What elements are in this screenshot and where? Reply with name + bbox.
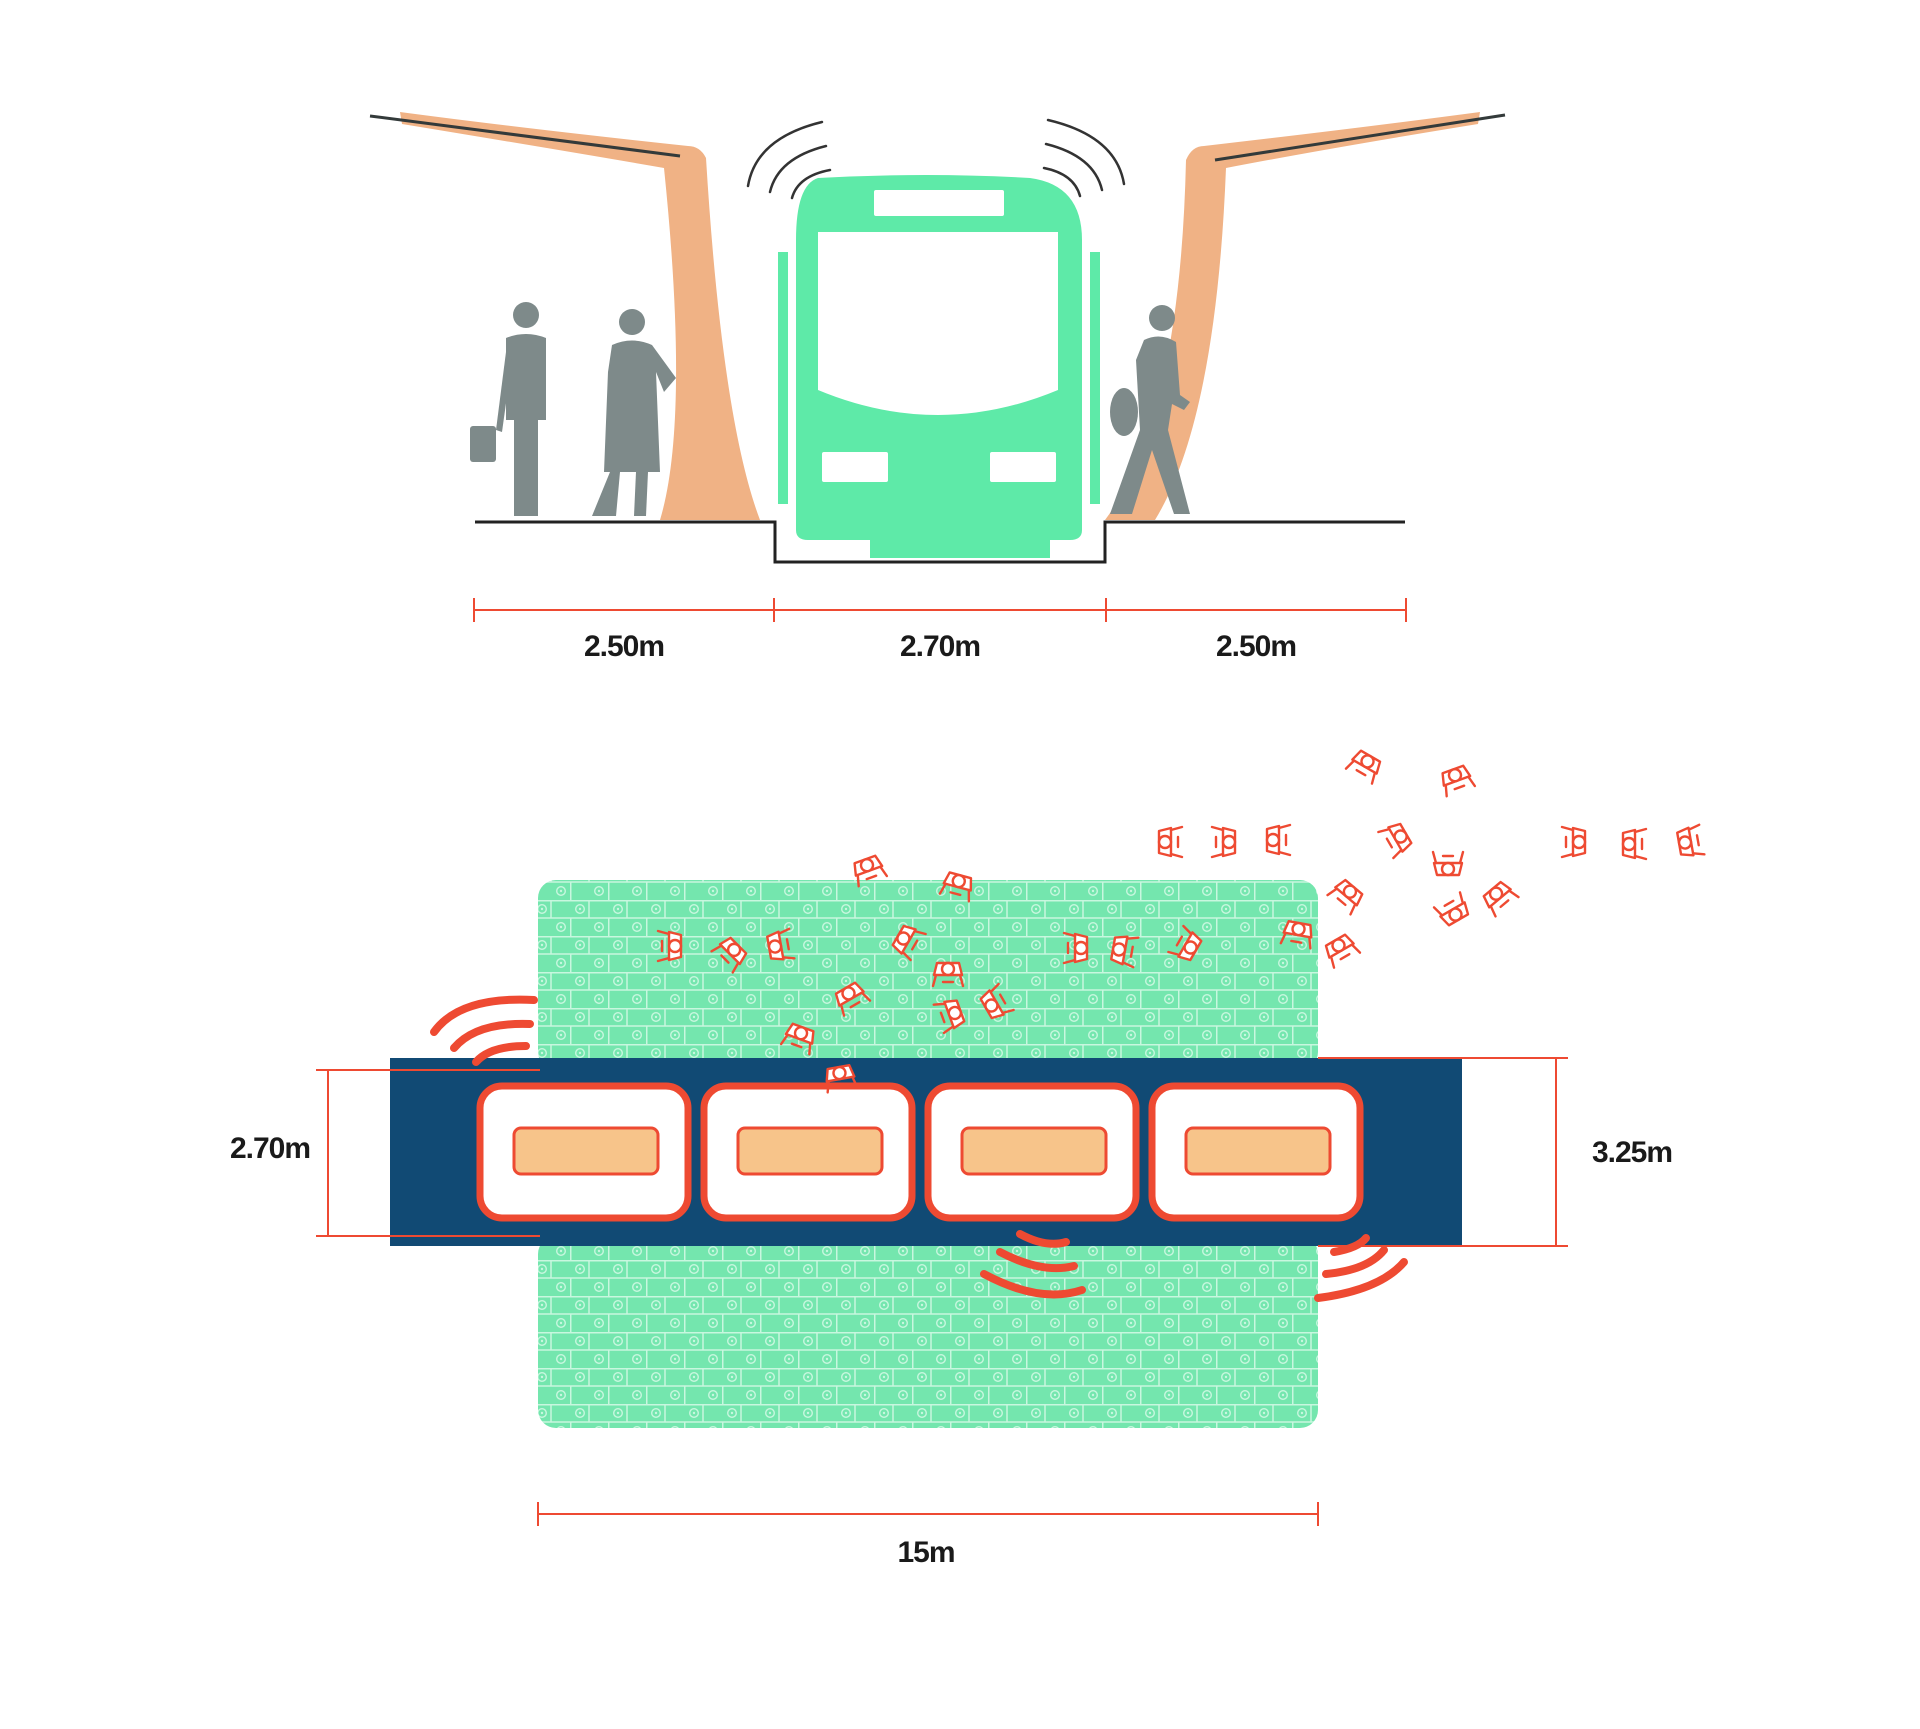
- bus-module: [1148, 1082, 1364, 1222]
- platform-length-dimension-line: [537, 1502, 1319, 1526]
- top-view-person-icon: [1210, 825, 1237, 859]
- standing-person-icon: [1110, 305, 1190, 514]
- left-canopy: [369, 112, 760, 520]
- bus-front: [778, 175, 1100, 558]
- bus-width-dimension-line: [316, 1069, 540, 1237]
- top-view-person-icon: [1431, 850, 1465, 877]
- lane-width-plan-label: 3.25m: [1592, 1136, 1672, 1169]
- bus-module: [700, 1082, 916, 1222]
- cross-section: 2.50m 2.70m 2.50m: [369, 112, 1506, 663]
- wireless-signal-icon: [746, 120, 832, 200]
- lane-width-label: 2.70m: [900, 630, 980, 663]
- left-platform-width-label: 2.50m: [584, 630, 664, 663]
- standing-person-icon: [592, 309, 676, 516]
- wireless-signal-icon: [1042, 118, 1126, 198]
- platform-length-label: 15m: [897, 1536, 954, 1569]
- top-view-person-icon: [1265, 823, 1292, 857]
- right-platform-width-label: 2.50m: [1216, 630, 1296, 663]
- ground-line: [475, 520, 1405, 564]
- top-view-person-icon: [1377, 819, 1415, 860]
- upper-platform: [538, 880, 1318, 1070]
- top-view-person-icon: [1326, 876, 1367, 916]
- top-view-person-icon: [1321, 931, 1362, 969]
- lane-width-dimension-line: [1318, 1057, 1568, 1247]
- bus-width-label: 2.70m: [230, 1132, 310, 1165]
- bus-plan: [476, 1082, 1364, 1222]
- top-view-person-icon: [1437, 763, 1477, 798]
- plan-view: 2.70m 3.25m 15m: [230, 747, 1706, 1569]
- top-view-person-icon: [1157, 825, 1184, 859]
- lower-platform: [538, 1236, 1318, 1428]
- top-view-person-icon: [1560, 825, 1587, 859]
- top-view-person-icon: [1479, 878, 1520, 918]
- top-view-person-icon: [1621, 827, 1648, 861]
- top-view-person-icon: [1432, 891, 1473, 929]
- bus-module: [924, 1082, 1140, 1222]
- wireless-signal-icon: [430, 995, 538, 1066]
- bus-module: [476, 1082, 692, 1222]
- right-canopy: [1105, 112, 1506, 520]
- top-view-person-icon: [1675, 823, 1706, 860]
- wireless-signal-icon: [980, 1230, 1086, 1299]
- standing-person-icon: [470, 302, 546, 516]
- top-view-person-icon: [1344, 747, 1385, 785]
- section-dimension-line: [473, 598, 1407, 622]
